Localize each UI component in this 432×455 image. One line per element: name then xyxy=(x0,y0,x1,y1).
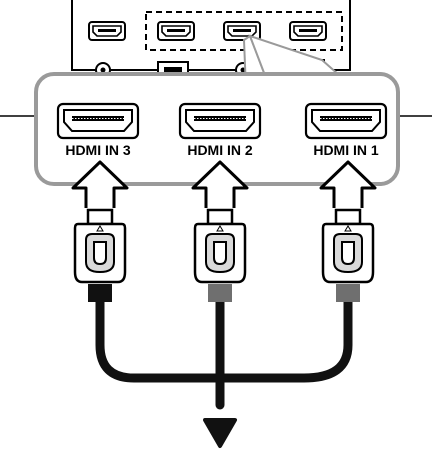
hdmi-port-icon xyxy=(88,21,126,41)
hdmi-port-3[interactable]: HDMI IN 3 xyxy=(56,102,140,158)
cable-collar-gray xyxy=(336,284,360,302)
cable-collar-black xyxy=(88,284,112,302)
port-label: HDMI IN 3 xyxy=(65,142,131,158)
hdmi-port-2[interactable]: HDMI IN 2 xyxy=(178,102,262,158)
hdmi-port-1[interactable]: HDMI IN 1 xyxy=(304,102,388,158)
hdmi-port-icon xyxy=(178,102,262,140)
cable-collar-gray xyxy=(208,284,232,302)
port-label: HDMI IN 1 xyxy=(313,142,379,158)
hdmi-port-icon xyxy=(56,102,140,140)
cable-bundle xyxy=(95,295,353,410)
hdmi-plug-icon[interactable] xyxy=(193,208,247,284)
hdmi-port-icon xyxy=(289,21,327,41)
hdmi-port-icon xyxy=(304,102,388,140)
hdmi-port-icon xyxy=(157,21,195,41)
down-arrow-icon xyxy=(203,418,237,448)
hdmi-plug-icon[interactable] xyxy=(321,208,375,284)
hdmi-plug-icon[interactable] xyxy=(73,208,127,284)
port-label: HDMI IN 2 xyxy=(187,142,253,158)
